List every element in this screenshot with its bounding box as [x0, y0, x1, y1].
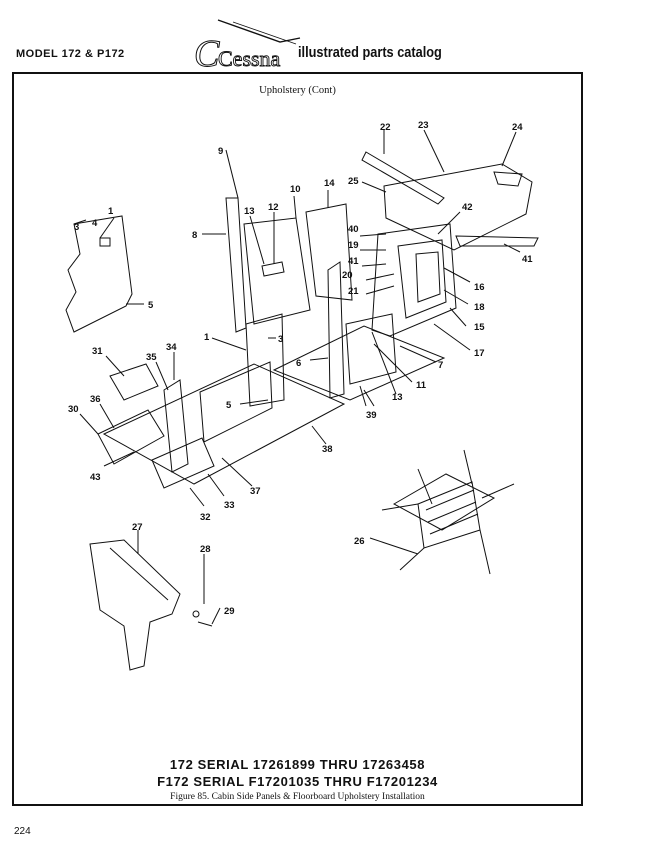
callout-21: 21	[348, 286, 359, 297]
callout-34: 34	[166, 342, 177, 353]
serial-line-1: 172 SERIAL 17261899 THRU 17263458	[169, 757, 426, 772]
exploded-parts-drawing: 1 4 3 5 9 8 10 12 13 14 22 23 24 25 42 4…	[65, 120, 539, 671]
callout-2: 3	[74, 222, 79, 233]
callout-7: 8	[192, 230, 197, 241]
callout-25: 25	[348, 176, 359, 187]
figure-caption: Figure 85. Cabin Side Panels & Floorboar…	[170, 792, 425, 802]
callout-33: 33	[224, 500, 235, 511]
callout-3: 1	[108, 206, 114, 217]
callout-41b: 41	[522, 254, 533, 265]
seat-cushion-detail	[381, 449, 515, 575]
lower-side-panel	[327, 261, 345, 399]
callout-42: 42	[462, 202, 473, 213]
left-side-panel	[65, 215, 133, 333]
callout-41: 41	[348, 256, 359, 267]
callout-22: 22	[380, 122, 391, 133]
callout-18: 18	[474, 302, 485, 313]
callout-3b: 3	[278, 334, 283, 345]
svg-text:Cessna: Cessna	[218, 46, 281, 71]
callout-38: 38	[322, 444, 333, 455]
callout-6: 6	[296, 358, 301, 369]
catalog-title: illustrated parts catalog	[298, 44, 442, 61]
door-post-trim	[225, 197, 247, 333]
callout-31: 31	[92, 346, 103, 357]
callout-26: 26	[354, 536, 365, 547]
callout-15: 15	[474, 322, 485, 333]
callout-43: 43	[90, 472, 101, 483]
figure-frame: Upholstery (Cont)	[12, 72, 583, 806]
door-panel	[243, 217, 311, 325]
callout-27: 27	[132, 522, 143, 533]
forward-floor-panel	[97, 409, 165, 465]
callout-10: 10	[290, 184, 301, 195]
aft-side-panel	[305, 203, 353, 301]
page-header: MODEL 172 & P172 C Cessna illustrated pa…	[0, 0, 672, 74]
callout-5b: 5	[226, 400, 232, 411]
callout-29: 29	[224, 606, 235, 617]
callout-39: 39	[366, 410, 377, 421]
callout-23: 23	[418, 120, 429, 131]
callout-19: 19	[348, 240, 359, 251]
floorboard-carpet	[102, 363, 346, 485]
callout-24: 24	[512, 122, 523, 133]
rear-bulkhead-panel	[371, 223, 457, 337]
center-console	[163, 379, 189, 473]
callout-32: 32	[200, 512, 211, 523]
baggage-shelf-assembly	[383, 163, 533, 251]
svg-text:C: C	[194, 33, 220, 74]
callout-17: 17	[474, 348, 485, 359]
cessna-logo: C Cessna	[194, 19, 301, 74]
callout-28: 28	[200, 544, 211, 555]
callout-20: 20	[342, 270, 353, 281]
page-number: 224	[14, 826, 31, 837]
callout-8: 9	[218, 146, 223, 157]
callout-13b: 13	[392, 392, 403, 403]
callout-35: 35	[146, 352, 157, 363]
callout-30: 30	[68, 404, 79, 415]
callout-16: 16	[474, 282, 485, 293]
callout-9: 7	[438, 360, 443, 371]
model-label: MODEL 172 & P172	[16, 48, 125, 60]
section-title: Upholstery (Cont)	[259, 85, 336, 96]
seat-rail-bracket	[89, 539, 181, 671]
serial-line-2: F172 SERIAL F17201035 THRU F17201234	[157, 774, 438, 789]
callout-36: 36	[90, 394, 101, 405]
callout-11: 11	[416, 380, 427, 391]
callout-12: 12	[268, 202, 279, 213]
callout-37: 37	[250, 486, 261, 497]
callout-4: 4	[92, 218, 98, 229]
callout-40: 40	[348, 224, 359, 235]
callout-1: 1	[204, 332, 210, 343]
callout-13: 13	[244, 206, 255, 217]
callout-14: 14	[324, 178, 335, 189]
callout-5: 5	[148, 300, 154, 311]
